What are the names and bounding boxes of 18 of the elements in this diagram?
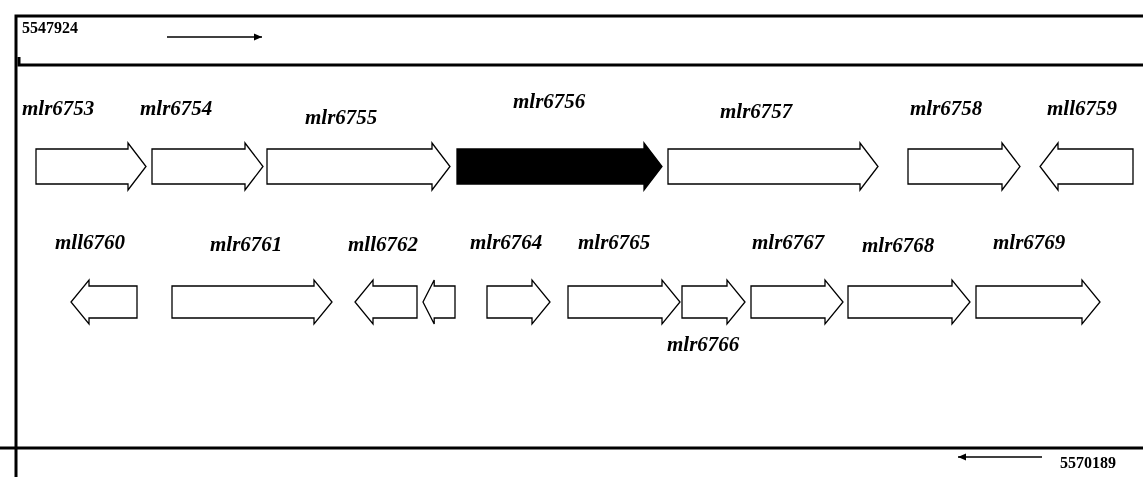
- gene-label: mlr6769: [993, 232, 1066, 253]
- gene-label: mlr6758: [910, 98, 983, 119]
- coordinate-label: 5547924: [22, 20, 78, 36]
- gene-label: mlr6753: [22, 98, 95, 119]
- gene-label: mll6759: [1047, 98, 1117, 119]
- gene-label: mlr6756: [513, 91, 586, 112]
- gene-label: mlr6761: [210, 234, 283, 255]
- coordinate-label: 5570189: [1060, 455, 1116, 471]
- gene-label: mlr6755: [305, 107, 378, 128]
- gene-label: mlr6757: [720, 101, 793, 122]
- gene-label: mlr6754: [140, 98, 213, 119]
- gene-label: mlr6765: [578, 232, 651, 253]
- gene-label: mlr6768: [862, 235, 935, 256]
- gene-label: mlr6767: [752, 232, 825, 253]
- gene-label: mll6762: [348, 234, 418, 255]
- gene-label: mll6760: [55, 232, 125, 253]
- gene-label: mlr6764: [470, 232, 543, 253]
- gene-label: mlr6766: [667, 334, 740, 355]
